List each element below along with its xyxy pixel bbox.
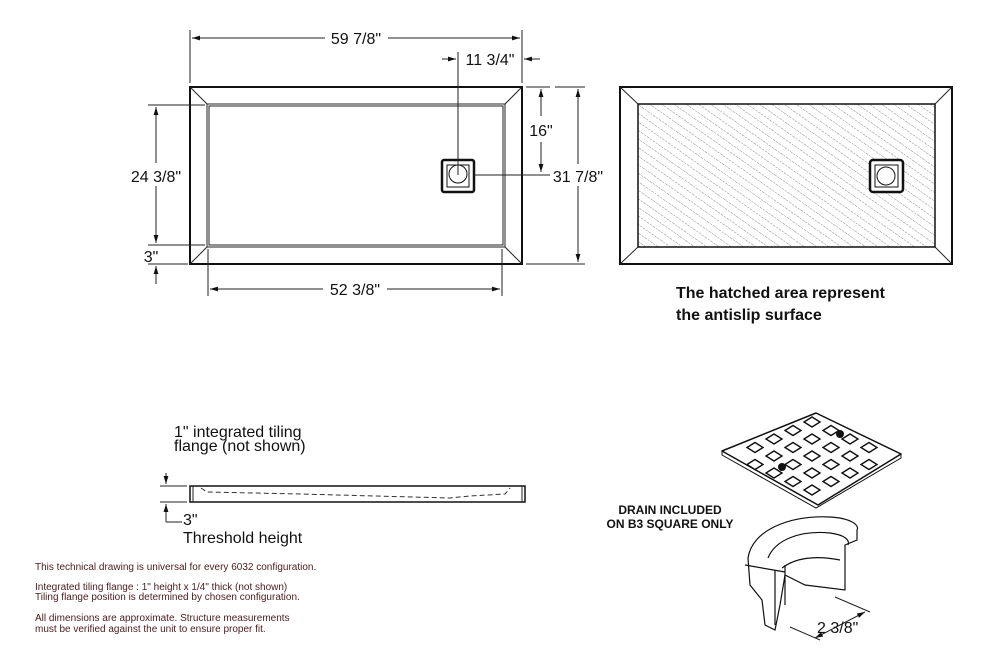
- dim-inner-width: 24 3/8": [131, 169, 181, 186]
- drain-diameter: 2 3/8": [817, 620, 858, 637]
- tray-side-profile: [189, 485, 526, 503]
- dim-inner-length: 52 3/8": [330, 282, 380, 299]
- dim-threshold-width: 3": [144, 249, 159, 266]
- grate-hole: [802, 433, 822, 445]
- grate-hole: [764, 467, 784, 479]
- threshold-label: Threshold height: [183, 530, 303, 547]
- grate-hole: [802, 416, 822, 428]
- antislip-caption-line2: the antislip surface: [676, 307, 822, 324]
- drain-label-line2: ON B3 SQUARE ONLY: [607, 517, 734, 531]
- grate-hole: [783, 424, 803, 437]
- grate-hole: [783, 458, 803, 471]
- grate-hole: [821, 458, 841, 471]
- grate-hole: [840, 433, 860, 445]
- dim-drain-offset-y: 16": [529, 123, 552, 140]
- drain-label-line1: DRAIN INCLUDED: [618, 503, 722, 517]
- grate-hole: [745, 458, 765, 471]
- threshold-value: 3": [183, 512, 198, 529]
- note-approximate: All dimensions are approximate. Structur…: [35, 613, 290, 624]
- drain-grate-illustration: [721, 412, 902, 509]
- note-universal: This technical drawing is universal for …: [35, 562, 316, 573]
- note-flange-position: Tiling flange position is determined by …: [35, 592, 300, 603]
- flange-note-line1: 1" integrated tiling: [174, 424, 302, 441]
- grate-hole: [859, 441, 879, 454]
- antislip-view: The hatched area represent the antislip …: [619, 86, 953, 324]
- tray-outer-edge: [189, 86, 523, 265]
- grate-hole: [840, 467, 860, 479]
- grate-hole: [802, 484, 822, 496]
- grate-hole: [764, 450, 784, 462]
- drain-icon: [868, 158, 905, 194]
- drain-diameter-dimension: 2 3/8": [789, 596, 871, 641]
- grate-hole: [821, 441, 841, 454]
- grate-hole: [802, 450, 822, 462]
- notes: This technical drawing is universal for …: [35, 562, 316, 635]
- grate-hole: [783, 475, 803, 488]
- grate-hole: [764, 433, 784, 445]
- grate-hole: [859, 458, 879, 471]
- drain-body-illustration: [744, 516, 859, 631]
- grate-hole: [802, 467, 822, 479]
- dim-overall-width: 31 7/8": [553, 169, 603, 186]
- antislip-caption-line1: The hatched area represent: [676, 285, 886, 302]
- grate-hole: [840, 450, 860, 462]
- side-view: 1" integrated tiling flange (not shown) …: [160, 424, 526, 547]
- tray-inner-edge: [206, 103, 506, 248]
- note-flange-size: Integrated tiling flange : 1" height x 1…: [35, 582, 287, 593]
- dim-overall-length: 59 7/8": [331, 31, 381, 48]
- grate-hole: [783, 441, 803, 454]
- plan-view: 59 7/8" 11 3/4" 16" 31 7/8" 24 3/8" 3" 5…: [131, 30, 603, 299]
- grate-hole: [745, 441, 765, 454]
- grate-hole: [821, 475, 841, 488]
- dim-drain-offset-x: 11 3/4": [466, 52, 515, 69]
- flange-note-line2: flange (not shown): [174, 438, 306, 455]
- note-verify: must be verified against the unit to ens…: [35, 624, 266, 635]
